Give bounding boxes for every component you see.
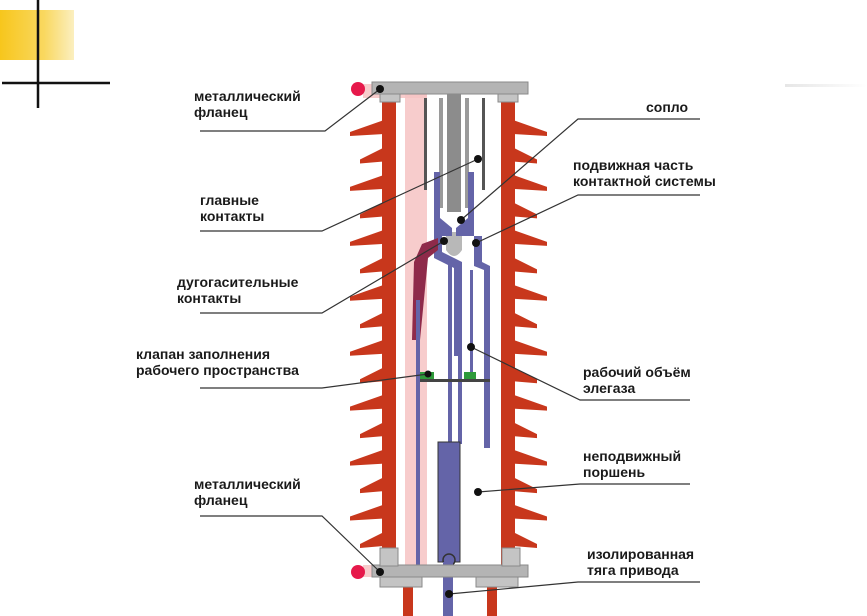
insulator-shed xyxy=(513,449,547,466)
insulator-shed xyxy=(360,367,384,384)
insulator-shed xyxy=(513,367,537,384)
insulator-shed xyxy=(360,202,384,219)
insulator-shed xyxy=(513,312,537,329)
leader-piston xyxy=(477,483,690,493)
bottom-flange-marker xyxy=(351,565,365,579)
insulator-shed xyxy=(360,422,384,439)
insulator-shed xyxy=(513,422,537,439)
fill-valve-right xyxy=(464,372,476,379)
insulator-shed xyxy=(360,147,384,164)
dot-gas-volume xyxy=(467,343,475,351)
insulator-shed xyxy=(360,477,384,494)
insulator-shed xyxy=(350,504,384,521)
bottom-flange xyxy=(371,564,529,578)
moving-cylinder-left xyxy=(416,300,420,568)
fixed-conductor-inner-r xyxy=(465,98,469,208)
top-flange-marker xyxy=(351,82,365,96)
insulator-shed xyxy=(350,174,384,191)
fixed-arc-contact-tip xyxy=(446,232,462,256)
dot-nozzle xyxy=(457,216,465,224)
insulator-shed xyxy=(350,339,384,356)
insulator-shed xyxy=(513,120,547,136)
guide-rod-left xyxy=(424,98,427,190)
leader-main-contacts xyxy=(200,158,479,232)
slide-corner-decoration xyxy=(0,0,110,108)
bottom-flange-boss-right xyxy=(475,576,519,588)
leader-nozzle xyxy=(460,118,700,221)
nozzle-right xyxy=(456,172,474,236)
insulator-shed xyxy=(350,394,384,411)
moving-contact-body xyxy=(434,236,462,356)
insulator-shed xyxy=(360,532,384,548)
insulator-shed xyxy=(513,174,547,191)
moving-cylinder-right-inner xyxy=(470,270,473,382)
bottom-flange-boss-left xyxy=(379,576,423,588)
label-nozzle: сопло xyxy=(646,99,689,115)
insulator-shed xyxy=(513,284,547,301)
leader-bottom-flange xyxy=(200,515,381,573)
insulator-wall-right-lower xyxy=(487,572,497,616)
insulator-wall-right xyxy=(501,96,515,568)
leader-top-flange xyxy=(200,88,381,132)
insulator-shed xyxy=(350,120,384,136)
insulator-shed xyxy=(513,147,537,164)
dot-moving-part xyxy=(472,239,480,247)
piston-plate xyxy=(420,379,490,382)
insulator-shed xyxy=(350,449,384,466)
insulator-wall-left-lower xyxy=(403,572,413,616)
insulator-shed xyxy=(360,257,384,274)
insulator-shed xyxy=(350,229,384,246)
insulator-shed xyxy=(513,504,547,521)
bottom-flange-stem-right xyxy=(501,547,521,567)
fixed-conductor-inner xyxy=(439,98,443,208)
top-flange xyxy=(371,81,529,95)
dot-drive-rod xyxy=(445,590,453,598)
fixed-conductor xyxy=(447,94,461,212)
dot-piston xyxy=(474,488,482,496)
insulator-shed xyxy=(513,229,547,246)
insulator-shed xyxy=(360,312,384,329)
drive-rod xyxy=(437,441,461,563)
nozzle xyxy=(434,172,452,236)
insulator-sheds-left xyxy=(350,120,384,548)
header-fade-line xyxy=(785,84,867,87)
moving-contact-body-right xyxy=(474,236,490,448)
insulator-shed xyxy=(513,477,537,494)
dot-fill-valve xyxy=(424,370,432,378)
insulator-shed xyxy=(513,532,537,548)
dot-bottom-flange xyxy=(376,568,384,576)
leader-gas-volume xyxy=(470,346,690,401)
drive-rod-lower xyxy=(443,562,453,616)
top-flange-lip-right xyxy=(497,93,519,103)
insulator-wall-left xyxy=(382,96,396,568)
gas-tube-left xyxy=(448,262,452,444)
leader-fill-valve xyxy=(200,373,429,389)
insulator-sheds-right xyxy=(513,120,547,548)
top-flange-lip-left xyxy=(379,93,401,103)
leader-moving-part xyxy=(475,194,700,244)
gas-tube-mid xyxy=(458,262,462,444)
leader-drive-rod xyxy=(448,581,700,595)
leader-arc-contacts xyxy=(200,240,445,314)
insulator-shed xyxy=(513,394,547,411)
guide-rod-right xyxy=(482,98,485,190)
bottom-flange-stem-left xyxy=(379,547,399,567)
insulator-shed xyxy=(513,257,537,274)
insulator-shed xyxy=(350,284,384,301)
dot-main-contacts xyxy=(474,155,482,163)
dot-top-flange xyxy=(376,85,384,93)
dot-arc-contacts xyxy=(440,237,448,245)
insulator-shed xyxy=(513,202,537,219)
insulator-shed xyxy=(513,339,547,356)
